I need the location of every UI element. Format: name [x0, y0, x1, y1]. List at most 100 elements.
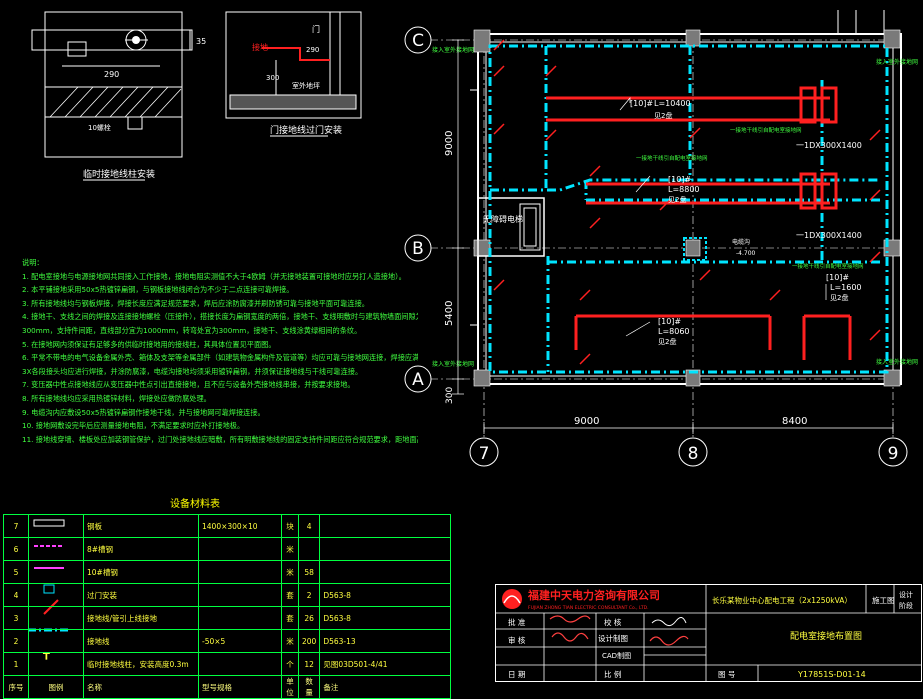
- sheet-title: 配电室接地布置图: [790, 630, 862, 642]
- company-name: 福建中天电力咨询有限公司: [527, 588, 660, 602]
- steel-plate-label-1: 一1DX300X1400: [796, 141, 862, 150]
- ground-conductor: [488, 44, 889, 374]
- corner-label-top-right: 接入室外接地网: [876, 58, 918, 66]
- note-line: 7. 变压器中性点接地线应从变压器中性点引出直接接地，且不应与设备外壳接地线串接…: [22, 380, 355, 390]
- pit-value: -4.700: [736, 250, 756, 257]
- busbar1-length: L=10400: [654, 99, 691, 108]
- note-line: 300mm，支持件间距，直线部分宜为1000mm，转弯处宜为300mm，接地干、…: [22, 325, 362, 335]
- pit-label: 电缆沟: [732, 238, 750, 246]
- project-name: 长乐某物业中心配电工程（2x1250kVA）: [712, 595, 852, 605]
- cable-label-2: 一接地干线引自配电室接地网: [636, 154, 708, 162]
- cable-label-1: 一接地干线引自配电室接地网: [730, 126, 802, 134]
- detail2-door-label: 门: [312, 24, 320, 34]
- cad-label: CAD制图: [602, 651, 631, 660]
- column: [883, 29, 901, 49]
- busbar1-ref: 见2盘: [654, 111, 672, 120]
- drawing-no-label: 图 号: [718, 670, 735, 679]
- note-line: 3. 所有接地线均与钢板焊接，焊接长度应满足规范要求，焊后应涂防腐漆并刷防锈可靠…: [22, 298, 369, 308]
- axis-bubble-b: B: [412, 239, 424, 259]
- detail1-bolt-label: 10螺栓: [88, 123, 111, 132]
- column: [473, 29, 491, 53]
- detail2-ground-label: 接地: [252, 42, 268, 52]
- column: [473, 369, 491, 387]
- busbar3-length: L=8060: [658, 327, 690, 336]
- note-line: 8. 所有接地线均应采用热镀锌材料，焊接处应做防腐处理。: [22, 393, 211, 403]
- designer-label: 设计制图: [598, 633, 628, 643]
- signature-review: [551, 632, 589, 642]
- company-name-en: FUJIAN ZHONG TIAN ELECTRIC CONSULTANT Co…: [528, 605, 649, 611]
- dim-9000-horizontal: 9000: [574, 416, 599, 427]
- column: [685, 239, 701, 257]
- column: [685, 29, 701, 47]
- corner-label-bottom-left: 接入室外接地网: [432, 360, 474, 368]
- elevator-room: 无障碍电梯: [477, 197, 545, 257]
- detail2-dim-300: 300: [266, 74, 279, 82]
- busbar2-ref: 见2盘: [668, 195, 686, 204]
- materials-title: 设备材料表: [170, 499, 220, 510]
- table-header-row: 序号 图例 名称 型号规格 单位 数量 备注: [3, 675, 452, 699]
- scale-label: 比 例: [604, 669, 621, 679]
- detail2-floor-label: 室外地坪: [292, 81, 320, 90]
- busbar1-type: [10]#: [630, 99, 653, 108]
- date-label: 日 期: [508, 670, 525, 679]
- floor-plan: 无障碍电梯 电缆沟 -4.700: [404, 10, 918, 467]
- detail1-title: 临时接地线柱安装: [83, 168, 155, 180]
- column: [473, 239, 491, 257]
- elevator-label: 无障碍电梯: [483, 214, 523, 224]
- corner-label-top-left: 接入室外接地网: [432, 46, 474, 54]
- steel-plate-label-2: 一1DX300X1400: [796, 231, 862, 240]
- drawing-no: Y17851S-D01-14: [797, 670, 866, 679]
- connection-arrows: [493, 39, 881, 365]
- approve-label: 批 准: [508, 617, 526, 627]
- axis-bubble-7: 7: [479, 444, 490, 464]
- busbars: [546, 86, 852, 360]
- check-label: 校 核: [604, 617, 622, 627]
- busbar2-type: [10]#: [668, 175, 691, 184]
- note-line: 说明：: [22, 258, 44, 267]
- notes-block: 说明： 1. 配电室接地与电源接地网共同接入工作接地，接地电阻实测值不大于4欧姆…: [22, 256, 418, 446]
- busbar4-length: L=1600: [830, 283, 862, 292]
- busbar4-type: [10]#: [826, 273, 849, 282]
- column: [685, 369, 701, 387]
- title-block: 福建中天电力咨询有限公司 FUJIAN ZHONG TIAN ELECTRIC …: [495, 584, 922, 682]
- note-line: 2. 本平铺接地采用50x5热镀锌扁钢，与钢板接地线闭合为不少于二点连接可靠焊接…: [22, 285, 294, 295]
- signature-approve: [549, 615, 591, 623]
- detail1-dim-width: 290: [104, 70, 119, 79]
- detail2-dim-290: 290: [306, 46, 319, 54]
- detail2-title: 门接地线过门安装: [270, 124, 342, 136]
- stage-label-2a: 设计: [899, 590, 913, 599]
- note-line: 5. 在接地网内须保证有足够多的供临时接地用的接线柱，其具体位置见平面图。: [22, 339, 276, 349]
- table-row: 6 8#槽钢 米: [3, 537, 452, 561]
- cable-label-3: 一接地干线引自配电室接地网: [792, 262, 864, 270]
- title-block-grid: 福建中天电力咨询有限公司 FUJIAN ZHONG TIAN ELECTRIC …: [496, 585, 921, 681]
- dim-8400-horizontal: 8400: [782, 416, 807, 427]
- stage-label: 施工图: [872, 595, 895, 605]
- note-line: 6. 平常不带电的电气设备金属外壳、箱体及支架等金属部件（如建筑物金属构件及管道…: [22, 353, 418, 363]
- note-line: 4. 接地干、支线之间的焊接及连接接地螺栓（压接件），搭接长度为扁钢宽度的两倍，…: [22, 312, 418, 322]
- column: [883, 369, 901, 387]
- busbar2-length: L=8800: [668, 185, 700, 194]
- signature-check: [651, 617, 687, 627]
- axis-bubble-c: C: [412, 31, 424, 51]
- axis-bubble-9: 9: [888, 444, 899, 464]
- note-line: 9. 电缆沟内应敷设50x5热镀锌扁钢作接地干线，并与接地网可靠焊接连接。: [22, 407, 265, 417]
- note-line: 11. 接地线穿墙、楼板处应加装钢管保护，过门处接地线应暗敷，所有明敷接地线的固…: [22, 434, 418, 444]
- review-label: 审 核: [508, 635, 526, 645]
- axis-bubble-8: 8: [688, 444, 699, 464]
- axis-bubble-a: A: [412, 370, 424, 390]
- dim-5400-vertical: 5400: [444, 301, 455, 326]
- dim-9000-vertical: 9000: [444, 131, 455, 156]
- corner-label-bottom-right: 接入室外接地网: [876, 358, 918, 366]
- stage-label-2b: 阶段: [899, 601, 913, 610]
- dim-300-vertical: 300: [445, 387, 455, 404]
- note-line: 3X各段接头均应进行焊接，并涂防腐漆，电缆沟接地均须采用镀锌扁钢，并须保证接地线…: [22, 366, 363, 376]
- note-line: 10. 接地网敷设完毕后应测量接地电阻，不满足要求时应补打接地极。: [22, 421, 245, 431]
- busbar4-ref: 见2盘: [830, 293, 848, 302]
- company-logo-icon: [502, 589, 522, 609]
